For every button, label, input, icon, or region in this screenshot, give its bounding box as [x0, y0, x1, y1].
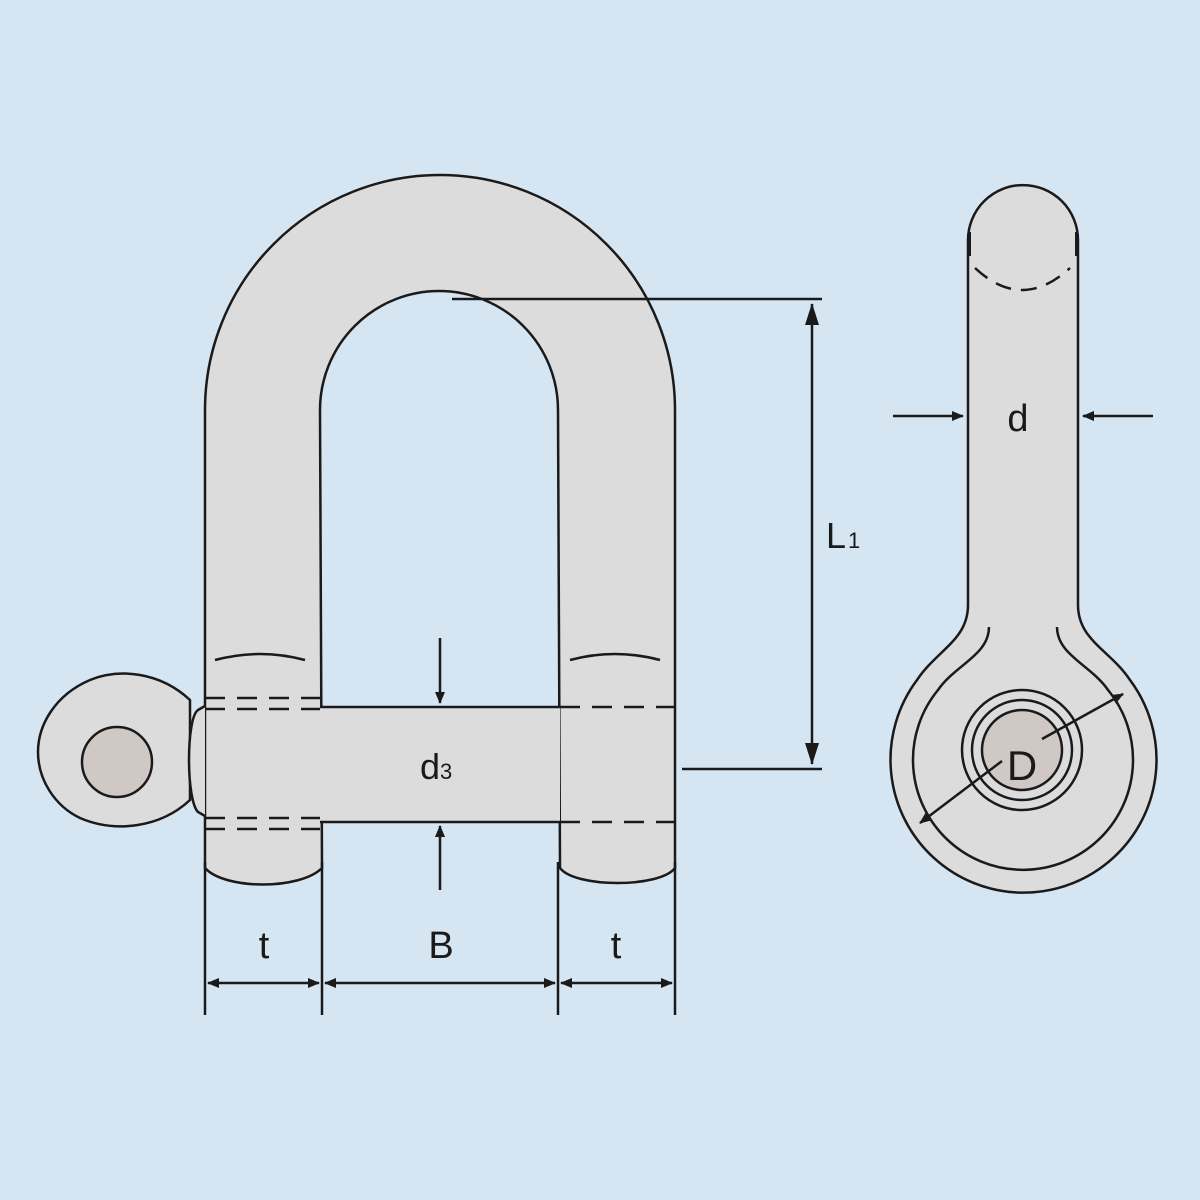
- L1-label: L: [826, 515, 846, 556]
- shackle-front-view: d3 L1 t B t: [36, 173, 860, 1015]
- D-label: D: [1007, 742, 1037, 789]
- side-hidden-arc: [974, 267, 1071, 292]
- d3-dimension: d3: [420, 638, 452, 890]
- svg-text:L1: L1: [826, 515, 860, 556]
- B-label: B: [428, 925, 453, 967]
- d3-subscript: 3: [440, 759, 452, 784]
- d-dimension: d: [893, 398, 1153, 440]
- shackle-side-view: d D: [889, 183, 1158, 894]
- d-label: d: [1007, 398, 1028, 440]
- width-dimensions: [203, 862, 677, 1015]
- t-left-label: t: [259, 925, 270, 967]
- D-dimension: D: [919, 692, 1124, 824]
- L1-subscript: 1: [848, 528, 860, 553]
- side-pin-core: [980, 708, 1064, 792]
- side-profile: [889, 183, 1158, 894]
- shackle-body: [203, 173, 677, 886]
- d3-label: d: [420, 746, 440, 787]
- pin-bar: [320, 707, 560, 822]
- side-pin-ring-outer: [960, 688, 1084, 812]
- pin-eye-hole: [80, 725, 154, 799]
- pin-hidden-lines: [205, 696, 675, 831]
- t-right-label: t: [611, 925, 622, 967]
- L1-dimension: L1: [452, 297, 860, 771]
- leg-curve-left: [214, 652, 306, 662]
- pin-collar: [187, 704, 206, 818]
- svg-text:d3: d3: [420, 746, 452, 787]
- side-pin-ring-mid: [970, 698, 1074, 802]
- leg-curve-right: [569, 652, 661, 662]
